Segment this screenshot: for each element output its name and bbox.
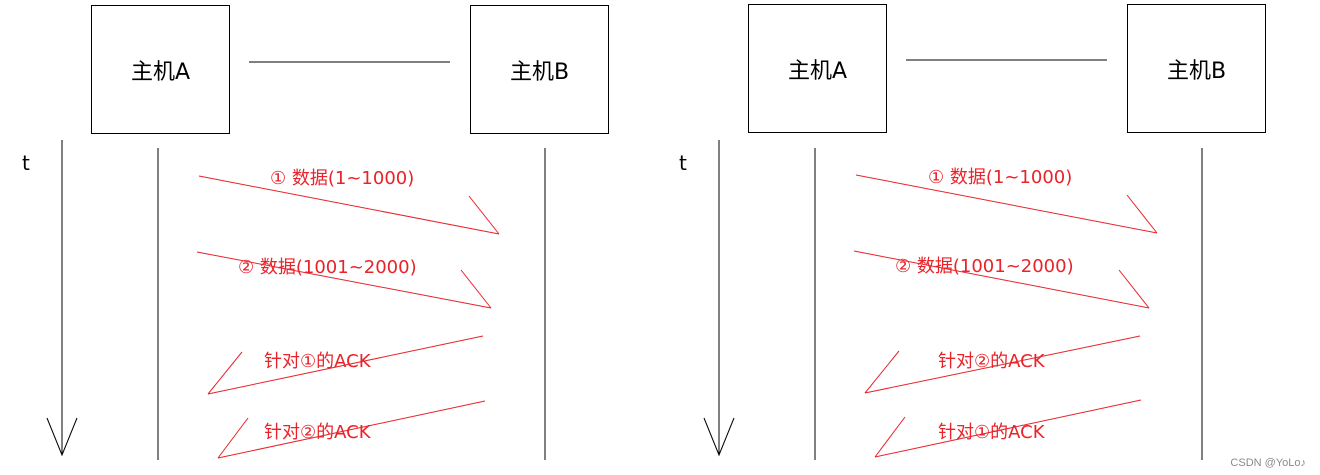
time-arrowhead	[703, 417, 735, 457]
message-arrow-4-head	[217, 417, 249, 459]
message-arrow-1	[198, 175, 500, 235]
message-arrow-1-head	[468, 195, 500, 235]
host-a-label: 主机A	[130, 59, 191, 85]
host-a-box: 主机A	[748, 4, 887, 133]
time-label: t	[679, 151, 687, 175]
host-b-label: 主机B	[1166, 58, 1227, 84]
message-arrow-2-head	[1118, 269, 1150, 309]
watermark: CSDN @YoLo♪	[1230, 457, 1306, 469]
host-a-label: 主机A	[787, 58, 848, 84]
time-label: t	[22, 151, 30, 175]
message-label-2: ② 数据(1001~2000)	[238, 257, 417, 278]
host-b-box: 主机B	[470, 5, 609, 134]
message-arrow-3-head	[207, 351, 243, 395]
message-arrow-4-head	[874, 416, 906, 458]
message-label-4: 针对②的ACK	[264, 422, 371, 443]
message-arrow-3	[207, 335, 484, 395]
message-arrow-2-head	[460, 269, 492, 309]
message-arrow-1-head	[1126, 194, 1158, 234]
message-arrow-4	[217, 400, 486, 459]
message-label-3: 针对①的ACK	[264, 351, 371, 372]
message-label-3: 针对②的ACK	[938, 351, 1045, 372]
message-arrow-2	[196, 251, 492, 309]
message-arrow-4	[874, 399, 1142, 458]
message-arrow-2	[853, 250, 1150, 309]
diagram-2-lines	[703, 59, 1203, 460]
host-b-box: 主机B	[1127, 4, 1266, 133]
message-label-1: ① 数据(1~1000)	[270, 168, 415, 189]
message-label-2: ② 数据(1001~2000)	[895, 256, 1074, 277]
message-label-4: 针对①的ACK	[938, 422, 1045, 443]
host-b-label: 主机B	[509, 59, 570, 85]
time-arrowhead	[46, 417, 78, 457]
host-a-box: 主机A	[91, 5, 230, 134]
message-arrow-3-head	[864, 350, 900, 394]
diagram-1-lines	[46, 61, 546, 460]
message-arrow-1	[855, 174, 1158, 234]
message-label-1: ① 数据(1~1000)	[928, 167, 1073, 188]
message-arrow-3	[864, 335, 1141, 394]
